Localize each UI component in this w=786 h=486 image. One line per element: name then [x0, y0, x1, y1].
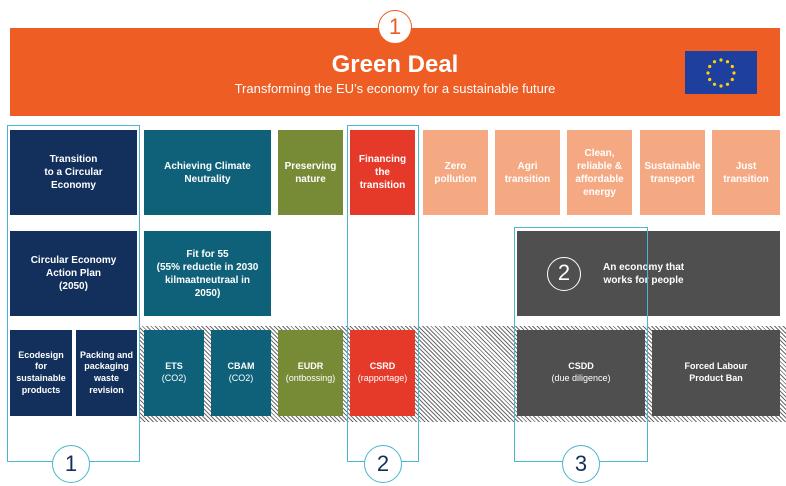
cbam-sub: (CO2) [228, 373, 254, 383]
eudr-sub: (ontbossing) [285, 373, 336, 383]
forced-labour-title: Forced Labour Product Ban [684, 361, 748, 383]
outline-group-1 [7, 125, 140, 462]
ets-sub: (CO2) [161, 373, 187, 383]
box-economy-for-people: 2 An economy that works for people [517, 231, 780, 316]
box-forced-labour: Forced Labour Product Ban [652, 330, 780, 416]
economy-number-circle: 2 [547, 256, 581, 291]
csrd-title: CSRD [369, 361, 396, 372]
banner-number-circle: 1 [378, 10, 412, 44]
box-preserving-nature: Preserving nature [278, 130, 343, 215]
eudr-title: EUDR [297, 361, 324, 372]
box-circular-economy-action-plan: Circular Economy Action Plan (2050) [10, 231, 137, 316]
outline-number-1: 1 [52, 445, 90, 483]
outline-number-3: 3 [562, 445, 600, 483]
csdd-title: CSDD [568, 361, 594, 372]
box-achieving-climate-neutrality: Achieving Climate Neutrality [144, 130, 271, 215]
box-sustainable-transport: Sustainable transport [640, 130, 705, 215]
box-eudr: EUDR(ontbossing) [278, 330, 343, 416]
box-csrd: CSRD(rapportage) [350, 330, 415, 416]
box-agri-transition: Agri transition [495, 130, 560, 215]
cbam-title: CBAM [227, 361, 255, 372]
box-fit-for-55: Fit for 55 (55% reductie in 2030 kilmaat… [144, 231, 271, 316]
economy-label: An economy that works for people [603, 261, 685, 286]
box-ets: ETS(CO2) [144, 330, 204, 416]
box-ecodesign: Ecodesign for sustainable products [10, 330, 72, 416]
csrd-sub: (rapportage) [357, 373, 408, 383]
ecodesign-title: Ecodesign for sustainable products [16, 349, 66, 395]
box-financing-transition: Financing the transition [350, 130, 415, 215]
eu-flag-icon [685, 51, 757, 94]
outline-group-2 [347, 125, 419, 462]
banner-title: Green Deal [331, 51, 459, 78]
outline-number-2: 2 [364, 445, 402, 483]
box-clean-energy: Clean, reliable & affordable energy [567, 130, 632, 215]
outline-group-3 [514, 227, 648, 462]
csdd-sub: (due diligence) [551, 373, 611, 383]
banner-subtitle: Transforming the EU’s economy for a sust… [234, 81, 556, 96]
packing-title: Packing and packaging waste revision [79, 349, 133, 395]
box-transition-circular-economy: Transition to a Circular Economy [10, 130, 137, 215]
box-packing-waste: Packing and packaging waste revision [76, 330, 137, 416]
ets-title: ETS [165, 361, 183, 372]
box-csdd: CSDD(due diligence) [517, 330, 645, 416]
box-cbam: CBAM(CO2) [211, 330, 271, 416]
box-just-transition: Just transition [712, 130, 780, 215]
box-zero-pollution: Zero pollution [423, 130, 488, 215]
